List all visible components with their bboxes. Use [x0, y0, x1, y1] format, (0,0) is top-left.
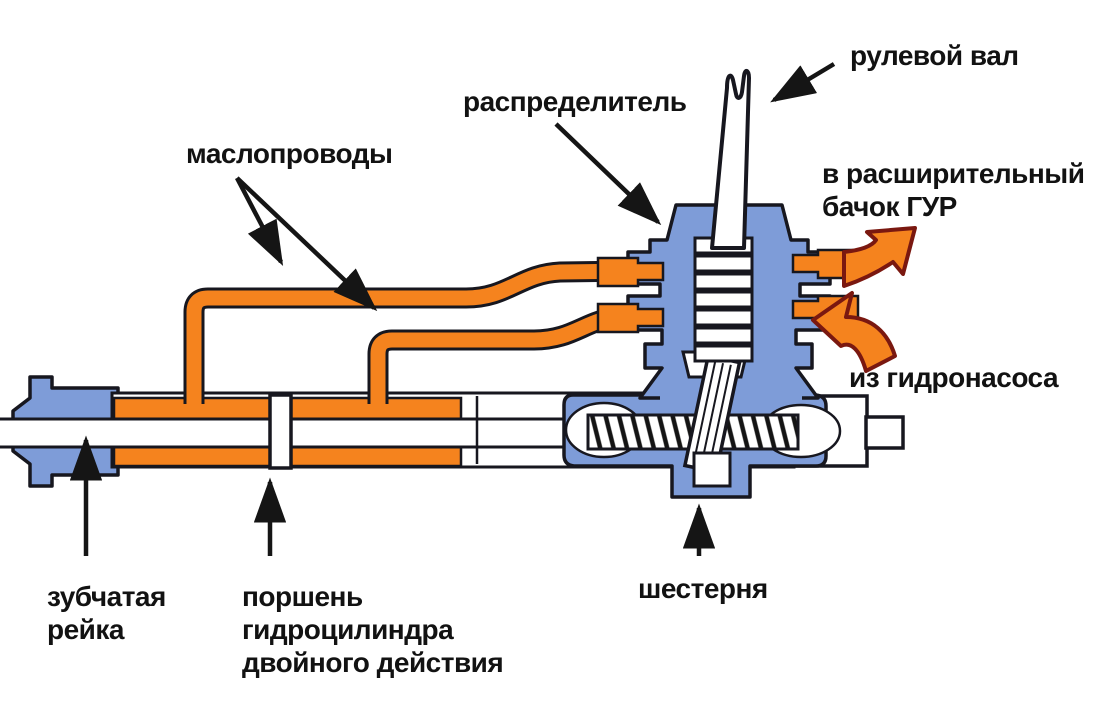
flow-arrow-from-pump — [811, 291, 897, 373]
pinion-gear — [682, 353, 742, 475]
label-from-pump: из гидронасоса — [849, 362, 1059, 393]
double-acting-piston — [268, 393, 293, 470]
spool-valve — [693, 236, 754, 363]
label-oil-lines: маслопроводы — [186, 138, 393, 169]
arrow-oil-line-2 — [235, 176, 378, 312]
arrow-steering-shaft — [770, 62, 836, 103]
label-pinion: шестерня — [638, 573, 768, 604]
label-to-reservoir: в расширительный бачок ГУР — [822, 158, 1085, 222]
label-distributor: распределитель — [463, 86, 687, 117]
label-steering-shaft: рулевой вал — [850, 40, 1019, 71]
label-rack: зубчатая рейка — [47, 581, 166, 645]
flow-arrow-to-reservoir — [842, 226, 917, 288]
steering-shaft — [710, 69, 751, 250]
label-arrows — [69, 62, 836, 556]
pinion-bottom-bearing — [692, 451, 732, 488]
arrow-distributor — [554, 122, 662, 226]
label-piston: поршень гидроцилиндра двойного действия — [242, 581, 504, 678]
oil-pipe-left — [183, 260, 641, 404]
arrow-oil-line-1 — [235, 176, 284, 266]
